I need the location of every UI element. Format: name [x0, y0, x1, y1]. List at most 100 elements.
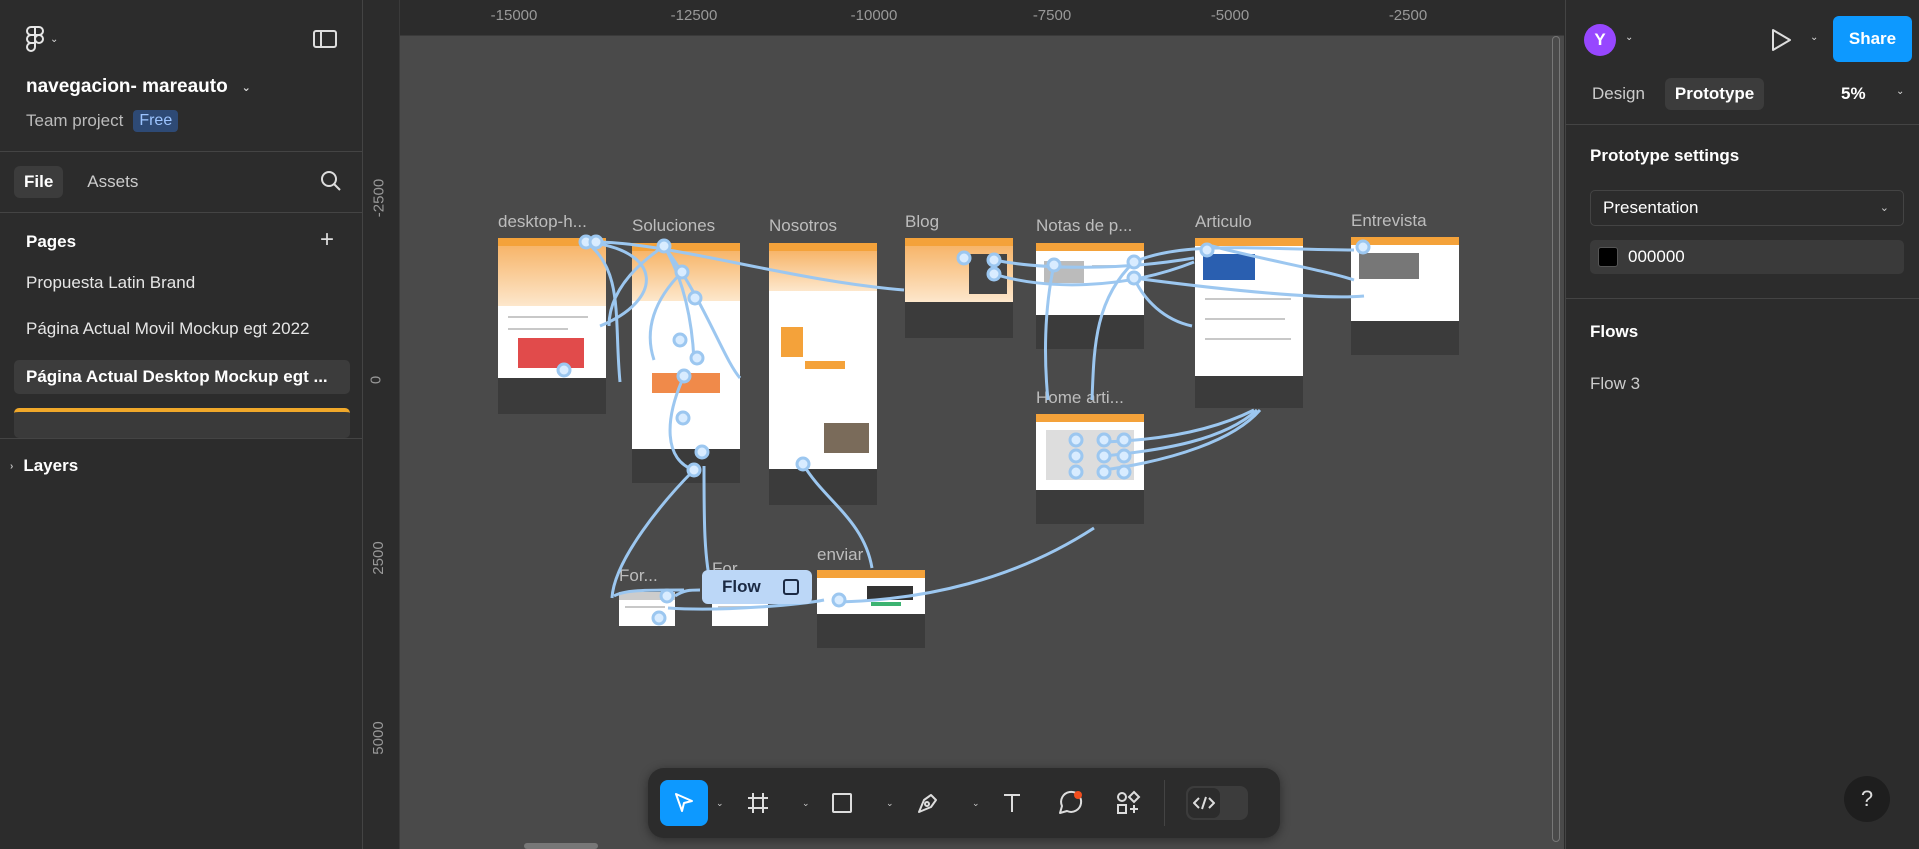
device-select-value: Presentation: [1603, 198, 1699, 217]
flow-item[interactable]: Flow 3: [1590, 374, 1641, 393]
ruler-horizontal: -15000 -12500 -10000 -7500 -5000 -2500: [364, 0, 1564, 36]
rectangle-icon: [832, 793, 852, 813]
present-play-icon[interactable]: [1770, 28, 1792, 52]
frame-articulo[interactable]: [1195, 238, 1303, 408]
project-team: Team project Free: [26, 110, 179, 132]
frame-entrevista[interactable]: [1351, 237, 1459, 355]
ruler-label: -10000: [850, 7, 898, 24]
frame-nosotros[interactable]: [769, 243, 877, 505]
tab-design[interactable]: Design: [1592, 84, 1645, 103]
search-icon[interactable]: [320, 170, 342, 192]
bottom-toolbar: ⌄ ⌄ ⌄ ⌄: [648, 768, 1280, 838]
background-color-value[interactable]: 000000: [1628, 247, 1685, 266]
color-swatch[interactable]: [1598, 247, 1618, 267]
divider: [0, 212, 362, 213]
frame-desktop-home[interactable]: [498, 238, 606, 414]
chevron-down-icon: ⌄: [241, 81, 251, 94]
frame-label[interactable]: Articulo: [1195, 212, 1252, 231]
comment-icon: [1059, 790, 1083, 814]
page-list: Propuesta Latin Brand Página Actual Movi…: [0, 268, 362, 438]
chevron-down-icon[interactable]: ⌄: [972, 798, 980, 808]
divider: [1164, 780, 1165, 826]
comment-tool-button[interactable]: [1046, 780, 1094, 826]
canvas[interactable]: -15000 -12500 -10000 -7500 -5000 -2500 -…: [364, 0, 1564, 849]
background-color-field[interactable]: 000000: [1590, 240, 1904, 274]
shape-tool-button[interactable]: [818, 780, 866, 826]
frame-label[interactable]: Notas de p...: [1036, 216, 1133, 235]
ruler-label: -12500: [670, 7, 718, 24]
plan-badge[interactable]: Free: [133, 110, 179, 132]
frame-label[interactable]: Entrevista: [1351, 211, 1427, 230]
frame-tool-button[interactable]: [734, 780, 782, 826]
frame-label[interactable]: Blog: [905, 212, 940, 231]
divider: [1566, 124, 1919, 125]
device-select[interactable]: Presentation ⌄: [1590, 190, 1904, 226]
team-label: Team project: [26, 111, 124, 130]
divider: [0, 438, 362, 439]
ruler-label: -15000: [490, 7, 538, 24]
frame-icon: [748, 793, 768, 813]
chevron-down-icon[interactable]: ⌄: [886, 798, 894, 808]
frame-label[interactable]: desktop-h...: [498, 212, 587, 231]
project-name-label: navegacion- mareauto: [26, 76, 228, 97]
move-tool-button[interactable]: [660, 780, 708, 826]
chevron-right-icon: ›: [10, 460, 14, 472]
flows-title: Flows: [1590, 322, 1639, 341]
divider: [0, 151, 362, 152]
figma-logo-icon: [26, 26, 44, 52]
code-icon: [1188, 788, 1220, 818]
horizontal-scrollbar[interactable]: [524, 843, 598, 849]
tab-prototype[interactable]: Prototype: [1664, 78, 1765, 110]
chevron-down-icon: ⌄: [50, 33, 59, 45]
frame-label[interactable]: Home arti...: [1036, 388, 1124, 407]
chevron-down-icon[interactable]: ⌄: [1896, 86, 1905, 97]
avatar[interactable]: Y: [1584, 24, 1616, 56]
main-menu[interactable]: ⌄: [26, 26, 58, 52]
panel-tabs: Design Prototype: [1582, 78, 1765, 110]
chevron-down-icon: ⌄: [1879, 202, 1889, 214]
frame-label[interactable]: enviar: [817, 545, 864, 564]
divider: [1566, 298, 1919, 299]
actions-tool-button[interactable]: [1104, 780, 1152, 826]
frame-label[interactable]: Soluciones: [632, 216, 716, 235]
left-sidebar: ⌄ navegacion- mareauto ⌄ Team project Fr…: [0, 0, 363, 849]
chevron-down-icon[interactable]: ⌄: [1810, 32, 1819, 43]
tab-file[interactable]: File: [14, 166, 64, 198]
page-item[interactable]: Página Actual Movil Mockup egt 2022: [26, 319, 310, 338]
sidebar-toggle-icon[interactable]: [313, 30, 337, 48]
chevron-down-icon[interactable]: ⌄: [716, 798, 724, 808]
share-button[interactable]: Share: [1833, 16, 1912, 62]
text-tool-button[interactable]: [988, 780, 1036, 826]
actions-icon: [1117, 790, 1141, 814]
frame-enviar[interactable]: [817, 570, 925, 648]
pages-title: Pages: [26, 232, 77, 251]
cursor-icon: [675, 793, 693, 812]
right-panel: Y ⌄ ⌄ Share Design Prototype 5% ⌄ Protot…: [1565, 0, 1919, 849]
flow-start-badge[interactable]: Flow: [702, 570, 812, 604]
ruler-label: -5000: [1210, 7, 1250, 24]
page-item-selected[interactable]: Página Actual Desktop Mockup egt ...: [14, 360, 350, 394]
chevron-down-icon[interactable]: ⌄: [1625, 32, 1634, 43]
frame-label[interactable]: Nosotros: [769, 216, 838, 235]
vertical-scrollbar[interactable]: [1552, 36, 1560, 842]
flow-label: Flow: [722, 577, 761, 596]
page-item-partial[interactable]: [14, 408, 350, 438]
sidebar-tabs: File Assets: [14, 166, 148, 198]
frame-home-articulos[interactable]: [1036, 414, 1144, 524]
chevron-down-icon[interactable]: ⌄: [802, 798, 810, 808]
zoom-level[interactable]: 5%: [1841, 84, 1866, 103]
layers-title: Layers: [23, 456, 79, 475]
help-button[interactable]: ?: [1844, 776, 1890, 822]
ruler-vertical: -2500 0 2500 5000: [364, 0, 400, 849]
dev-mode-toggle[interactable]: [1186, 786, 1248, 820]
tab-assets[interactable]: Assets: [87, 172, 139, 191]
text-icon: [1004, 794, 1020, 812]
layers-section[interactable]: › Layers: [10, 456, 78, 476]
flow-play-icon[interactable]: [782, 579, 799, 595]
add-page-icon[interactable]: +: [320, 226, 335, 253]
page-item[interactable]: Propuesta Latin Brand: [26, 273, 196, 292]
pen-tool-button[interactable]: [904, 780, 952, 826]
frame-label[interactable]: For...: [619, 566, 658, 585]
project-name[interactable]: navegacion- mareauto ⌄: [26, 76, 251, 98]
frame-soluciones[interactable]: [632, 243, 740, 483]
